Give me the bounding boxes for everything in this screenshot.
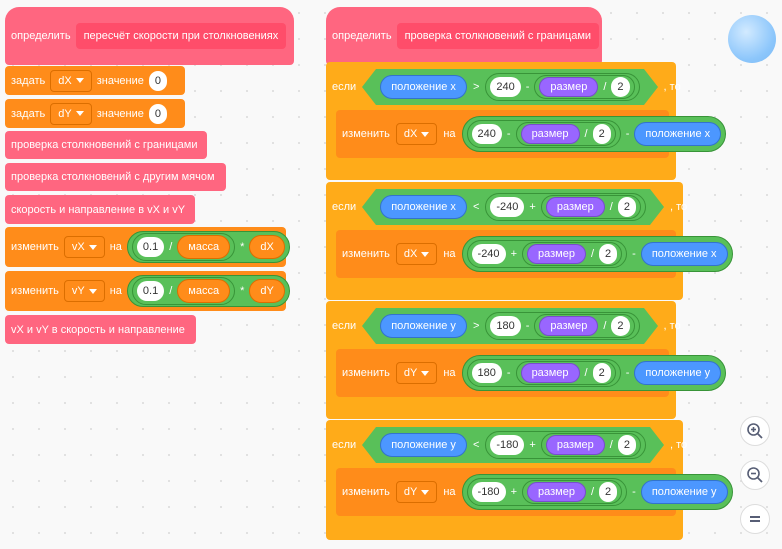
variable-dropdown[interactable]: dY bbox=[395, 362, 438, 384]
subtract-operator[interactable]: -240 + размер / 2 bbox=[485, 193, 646, 221]
x-position-reporter[interactable]: положение x bbox=[380, 195, 467, 219]
variable-reporter-dx[interactable]: dX bbox=[249, 235, 285, 259]
add-operator[interactable]: 240 - размер / 2 bbox=[466, 120, 621, 148]
if-block[interactable]: если положение y < -180 + размер / 2 bbox=[326, 420, 733, 540]
dropdown-caret-icon bbox=[75, 78, 84, 83]
multiply-operator[interactable]: 0.1 / масса * dY bbox=[126, 275, 290, 307]
divide-operator[interactable]: 0.1 / масса bbox=[131, 277, 236, 305]
change-variable-block[interactable]: изменить dY на -180 + размер / 2 bbox=[336, 468, 733, 516]
position-reporter[interactable]: положение x bbox=[634, 122, 722, 146]
variable-reporter-dy[interactable]: dY bbox=[249, 279, 285, 303]
variable-reporter-mass[interactable]: масса bbox=[177, 235, 231, 259]
variable-dropdown[interactable]: vX bbox=[63, 236, 105, 258]
compare-operator[interactable]: положение x > 240 - размер / 2 bbox=[362, 69, 658, 105]
dropdown-caret-icon bbox=[421, 370, 430, 376]
size-reporter[interactable]: размер bbox=[527, 244, 586, 264]
subtract-operator[interactable]: -180 + размер / 2 bbox=[485, 431, 646, 459]
change-variable-block[interactable]: изменить dX на 240 - размер / 2 bbox=[336, 110, 727, 158]
define-name: проверка столкновений с границами bbox=[396, 23, 600, 49]
value-input[interactable]: 0 bbox=[148, 70, 168, 91]
divide-operator[interactable]: размер / 2 bbox=[522, 480, 623, 504]
divide-operator[interactable]: размер / 2 bbox=[515, 361, 616, 385]
variable-dropdown[interactable]: vY bbox=[63, 280, 105, 302]
variable-dropdown[interactable]: dX bbox=[50, 69, 92, 92]
zoom-out-icon bbox=[747, 467, 763, 483]
call-block-to-vxvy[interactable]: скорость и направление в vX и vY bbox=[5, 195, 195, 224]
change-vx-block[interactable]: изменить vX на 0.1 / масса * dX bbox=[5, 227, 290, 267]
subtract-operator[interactable]: 180 - размер / 2 bbox=[485, 312, 640, 340]
size-reporter[interactable]: размер bbox=[527, 482, 586, 502]
position-reporter[interactable]: положение y bbox=[634, 361, 722, 385]
add-operator[interactable]: -180 + размер / 2 bbox=[466, 478, 628, 506]
if-block[interactable]: если положение x > 240 - размер / 2 bbox=[326, 62, 727, 180]
divide-operator[interactable]: размер / 2 bbox=[540, 195, 641, 219]
if-block[interactable]: если положение y > 180 - размер / 2 bbox=[326, 301, 727, 419]
divide-operator[interactable]: размер / 2 bbox=[515, 122, 616, 146]
compare-operator[interactable]: положение y > 180 - размер / 2 bbox=[362, 308, 658, 344]
define-block-right[interactable]: определить проверка столкновений с грани… bbox=[326, 7, 602, 65]
position-reporter[interactable]: положение x bbox=[640, 242, 728, 266]
zoom-reset-button[interactable] bbox=[740, 504, 770, 534]
dropdown-caret-icon bbox=[88, 244, 97, 250]
add-operator[interactable]: -240 + размер / 2 bbox=[466, 240, 628, 268]
change-variable-block[interactable]: изменить dX на -240 + размер / 2 bbox=[336, 230, 733, 278]
size-reporter[interactable]: размер bbox=[539, 316, 599, 336]
dropdown-caret-icon bbox=[421, 251, 430, 257]
define-name: пересчёт скорости при столкновениях bbox=[75, 23, 287, 49]
call-block-boundary[interactable]: проверка столкновений с границами bbox=[5, 131, 207, 159]
size-reporter[interactable]: размер bbox=[520, 124, 580, 144]
subtract-operator[interactable]: 240 - размер / 2 - положение x bbox=[461, 116, 727, 152]
subtract-operator[interactable]: -240 + размер / 2 - положение x bbox=[461, 236, 733, 272]
variable-reporter-mass[interactable]: масса bbox=[177, 279, 231, 303]
dropdown-caret-icon bbox=[75, 111, 84, 116]
define-block-left[interactable]: определить пересчёт скорости при столкно… bbox=[5, 7, 294, 65]
multiply-operator[interactable]: 0.1 / масса * dX bbox=[126, 231, 290, 263]
zoom-reset-icon bbox=[750, 516, 760, 522]
zoom-in-button[interactable] bbox=[740, 416, 770, 446]
x-position-reporter[interactable]: положение y bbox=[380, 433, 467, 457]
compare-operator[interactable]: положение y < -180 + размер / 2 bbox=[362, 427, 664, 463]
size-reporter[interactable]: размер bbox=[545, 435, 605, 455]
dropdown-caret-icon bbox=[421, 489, 430, 495]
change-vy-block[interactable]: изменить vY на 0.1 / масса * dY bbox=[5, 271, 290, 311]
size-reporter[interactable]: размер bbox=[539, 77, 599, 97]
divide-operator[interactable]: размер / 2 bbox=[534, 314, 635, 338]
sprite-ball bbox=[728, 15, 776, 63]
subtract-operator[interactable]: -180 + размер / 2 - положение y bbox=[461, 474, 733, 510]
zoom-in-icon bbox=[747, 423, 763, 439]
divide-operator[interactable]: размер / 2 bbox=[534, 75, 635, 99]
x-position-reporter[interactable]: положение y bbox=[380, 314, 467, 338]
variable-dropdown[interactable]: dY bbox=[50, 102, 92, 125]
compare-operator[interactable]: положение x < -240 + размер / 2 bbox=[362, 189, 664, 225]
size-reporter[interactable]: размер bbox=[545, 197, 605, 217]
add-operator[interactable]: 180 - размер / 2 bbox=[466, 359, 621, 387]
dropdown-caret-icon bbox=[88, 288, 97, 294]
subtract-operator[interactable]: 240 - размер / 2 bbox=[485, 73, 640, 101]
if-block[interactable]: если положение x < -240 + размер / 2 bbox=[326, 182, 733, 300]
divide-operator[interactable]: 0.1 / масса bbox=[131, 233, 236, 261]
divide-operator[interactable]: размер / 2 bbox=[522, 242, 623, 266]
x-position-reporter[interactable]: положение x bbox=[380, 75, 467, 99]
position-reporter[interactable]: положение y bbox=[640, 480, 728, 504]
change-variable-block[interactable]: изменить dY на 180 - размер / 2 bbox=[336, 349, 727, 397]
variable-dropdown[interactable]: dX bbox=[395, 243, 438, 265]
call-block-ball[interactable]: проверка столкновений с другим мячом bbox=[5, 163, 226, 191]
size-reporter[interactable]: размер bbox=[520, 363, 580, 383]
divide-operator[interactable]: размер / 2 bbox=[540, 433, 641, 457]
dropdown-caret-icon bbox=[421, 131, 430, 137]
zoom-out-button[interactable] bbox=[740, 460, 770, 490]
subtract-operator[interactable]: 180 - размер / 2 - положение y bbox=[461, 355, 727, 391]
define-label: определить bbox=[11, 30, 71, 42]
variable-dropdown[interactable]: dY bbox=[395, 481, 438, 503]
variable-dropdown[interactable]: dX bbox=[395, 123, 438, 145]
set-dy-block[interactable]: задать dY значение 0 bbox=[5, 99, 185, 128]
value-input[interactable]: 0 bbox=[148, 103, 168, 124]
set-dx-block[interactable]: задать dX значение 0 bbox=[5, 66, 185, 95]
call-block-from-vxvy[interactable]: vX и vY в скорость и направление bbox=[5, 315, 196, 344]
